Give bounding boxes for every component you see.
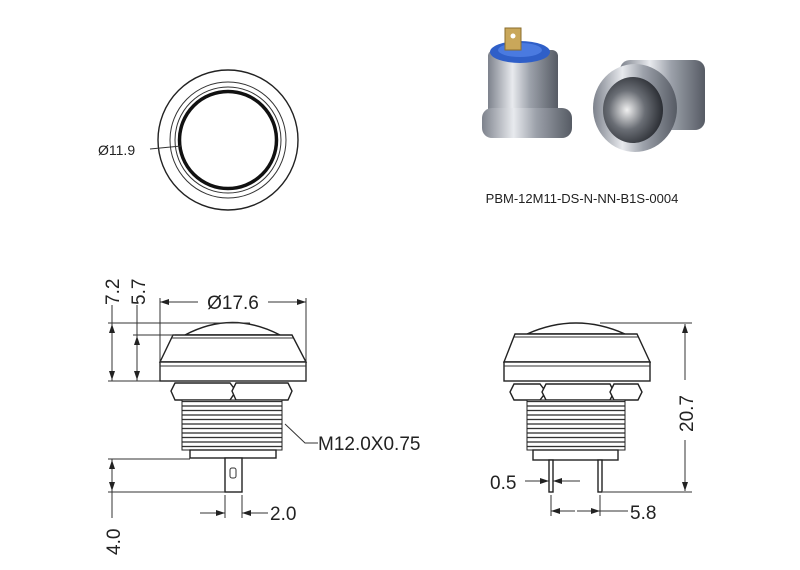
top-diameter-label: Ø11.9 [98, 142, 135, 158]
pin-thickness-label: 0.5 [490, 473, 516, 494]
pin-width-label: 2.0 [270, 504, 296, 525]
side-view-left: Ø17.6 7.2 5.7 M12.0X0.75 4.0 2.0 [103, 279, 420, 555]
pin-spacing-label: 5.8 [630, 503, 656, 524]
overall-cap-height-label: 7.2 [103, 279, 124, 305]
total-height-label: 20.7 [677, 395, 698, 432]
side-view-right: 20.7 0.5 5.8 [490, 322, 698, 524]
switch-photo-rear [482, 27, 572, 138]
leader-line [149, 145, 182, 150]
switch-photo-front [593, 60, 705, 152]
thread-label: M12.0X0.75 [318, 434, 420, 455]
product-photo: PBM-12M11-DS-N-NN-B1S-0004 [482, 27, 705, 206]
part-number: PBM-12M11-DS-N-NN-B1S-0004 [486, 191, 679, 206]
top-view: Ø11.9 [98, 69, 299, 211]
cap-diameter-label: Ø17.6 [207, 293, 259, 314]
pin-length-label: 4.0 [104, 529, 125, 555]
cap-height-label: 5.7 [129, 279, 150, 305]
